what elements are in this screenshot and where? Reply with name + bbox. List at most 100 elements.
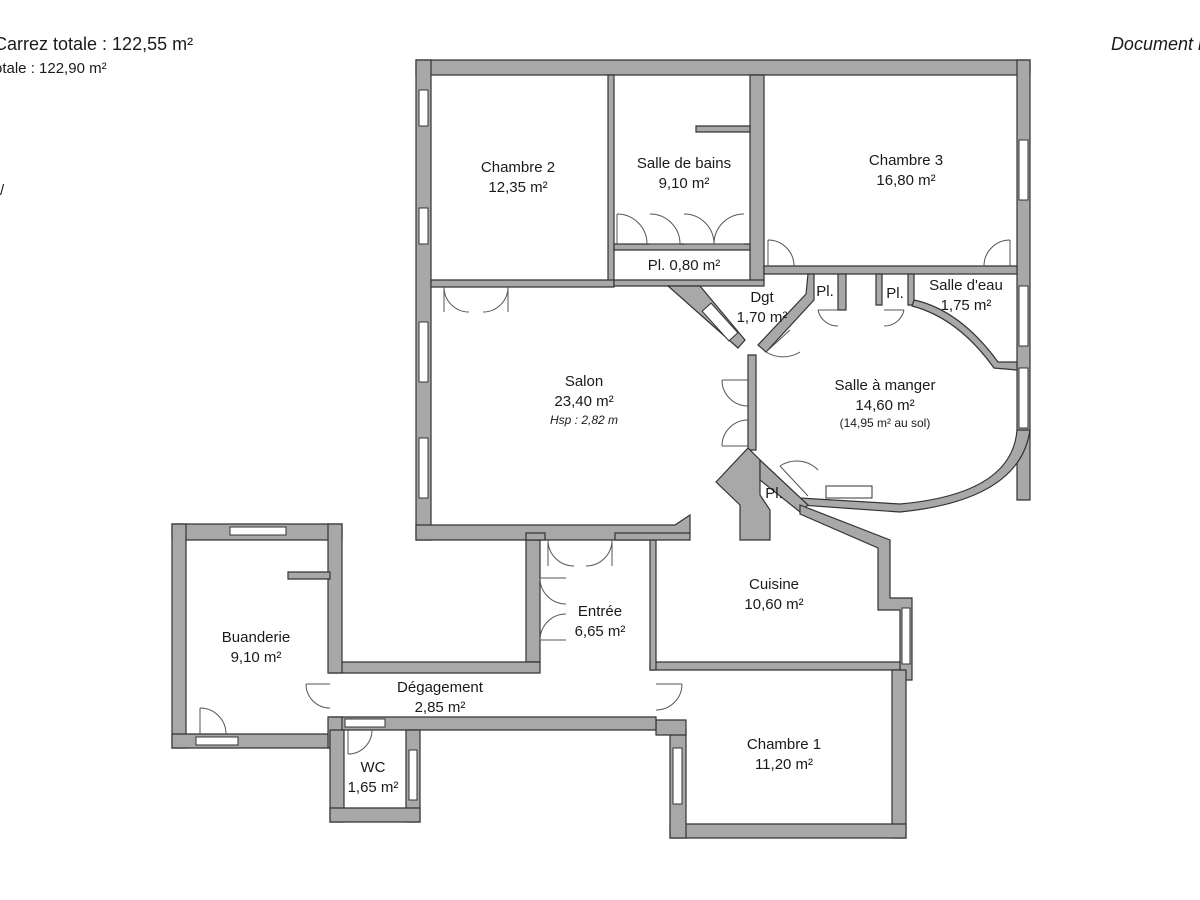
window-eau-east [1018,285,1029,347]
wall-placard-top [613,243,751,251]
window-buand-north [229,526,287,536]
label-salle-de-bains: Salle de bains [637,155,731,172]
area-degagement: 2,85 m² [415,699,466,716]
label-cuisine: Cuisine [749,576,799,593]
window-ch2-west-2 [418,207,429,245]
label-placard-dgt: Pl. [816,283,834,300]
area-chambre3: 16,80 m² [876,172,935,189]
window-salon-west-1 [418,321,429,383]
wall-north [415,59,1031,76]
wall-dgt-diag-left [666,285,746,349]
door-buanderie [305,683,331,709]
window-ch2-west-1 [418,89,429,127]
label-buanderie: Buanderie [222,629,290,646]
window-salon-west-2 [418,437,429,499]
area-chambre1: 11,20 m² [755,756,813,773]
wall-buand-stub [287,571,331,580]
surface-total: otale : 122,90 m² [0,60,107,77]
door-sdb-4 [713,213,745,245]
surface-carrez-total: Carrez totale : 122,55 m² [0,34,194,54]
wall-entree-north-left [525,532,546,541]
door-dgt [765,329,801,358]
label-salle-a-manger: Salle à manger [835,377,936,394]
door-entree-west-1 [539,577,567,605]
wall-manger-curve [799,429,1031,513]
room-labels: Chambre 2 12,35 m² Salle de bains 9,10 m… [222,152,1003,796]
wall-placard-bottom [613,279,765,287]
door-wc [347,729,373,755]
label-placard-eau: Pl. [886,285,904,302]
fixtures [701,302,873,499]
wall-ch2-sdb [607,74,615,283]
wall-buand-west [171,523,187,749]
door-ch1 [655,683,683,711]
window-ch3-east-1 [1018,139,1029,201]
door-ch3-right [983,239,1011,267]
door-entree-north-2 [585,539,613,567]
label-entree: Entrée [578,603,622,620]
label-placard-manger: Pl. [765,485,783,502]
door-placard-manger [779,460,819,497]
wall-chimney-block [715,447,771,541]
area-salle-deau: 1,75 m² [941,297,992,314]
wall-ch1-north-step [655,719,687,736]
label-degagement: Dégagement [397,679,484,696]
wall-ch1-east [891,669,907,839]
document-note: Document n [1110,34,1200,54]
area-salle-a-manger: 14,60 m² [855,397,914,414]
door-salon-north-1 [443,286,470,313]
windows [195,89,1029,805]
door-sdb-2 [649,213,681,245]
area-wc: 1,65 m² [348,779,399,796]
height-salon: Hsp : 2,82 m [550,413,618,427]
wall-entree-west [525,539,541,663]
area-chambre2: 12,35 m² [488,179,547,196]
door-entree-north-1 [547,539,575,567]
wall-placard-eau-left [875,273,883,306]
door-entree-west-2 [539,613,567,641]
label-chambre3: Chambre 3 [869,152,943,169]
wall-buand-east [327,523,343,674]
window-buand-south [195,736,239,746]
label-dgt: Dgt [750,289,774,306]
wall-salle-deau-curve [911,299,1018,371]
wall-entree-east [649,539,657,671]
area-dgt: 1,70 m² [737,309,788,326]
wall-ch1-south [669,823,907,839]
wall-placard-eau-right [907,273,915,306]
wall-kitchen-ch1 [649,661,901,671]
label-wc: WC [361,759,386,776]
area-cuisine: 10,60 m² [744,596,803,613]
label-placard-bains: Pl. 0,80 m² [648,257,721,274]
label-salon: Salon [565,373,603,390]
window-wc-east [408,749,418,801]
doors [199,213,1011,755]
door-ch3-left [767,239,795,267]
label-salle-deau: Salle d'eau [929,277,1003,294]
door-placard-dgt [817,309,839,327]
door-sdb-1 [616,213,648,245]
area-salle-de-bains: 9,10 m² [659,175,710,192]
note-salle-a-manger: (14,95 m² au sol) [840,416,931,430]
door-salon-manger-2 [721,419,749,447]
window-manger-east [1018,367,1029,429]
window-kitchen-east [901,607,911,665]
fireplace-manger [825,485,873,499]
wall-entree-north-right [614,532,691,541]
window-deg-south [344,718,386,728]
label-chambre2: Chambre 2 [481,159,555,176]
wall-sdb-stub [695,125,751,133]
edge-mark: / [0,182,5,199]
door-salon-north-2 [482,286,509,313]
door-salon-manger-1 [721,379,749,407]
door-sdb-3 [683,213,715,245]
wall-ch3-south [763,265,1018,275]
window-ch1-west [672,747,683,805]
area-salon: 23,40 m² [554,393,613,410]
door-placard-eau [883,309,905,327]
area-buanderie: 9,10 m² [231,649,282,666]
wall-placard-dgt [837,273,847,311]
wall-salon-manger [747,354,757,451]
door-buand-inner [199,707,227,735]
